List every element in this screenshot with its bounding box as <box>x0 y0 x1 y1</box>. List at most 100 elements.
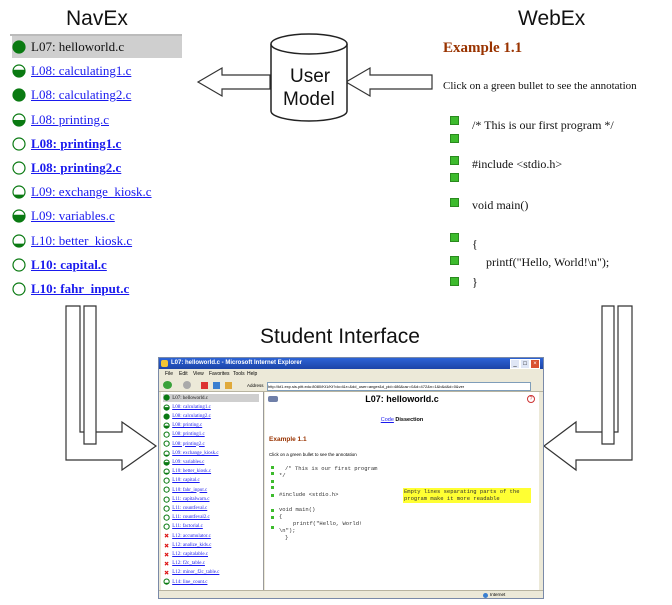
frame-toggle-icon[interactable] <box>268 396 278 402</box>
browser-list-item-label[interactable]: L11: countfeval2.c <box>172 515 210 521</box>
navex-item[interactable]: L07: helloworld.c <box>12 36 182 58</box>
browser-list-item-label[interactable]: L08: printing1.c <box>172 432 205 438</box>
webex-bullet-4[interactable] <box>450 173 459 182</box>
webex-bullet-8[interactable] <box>450 277 459 286</box>
browser-list-item-label[interactable]: L09: exchange_kiosk.c <box>172 450 219 456</box>
navex-item[interactable]: L09: exchange_kiosk.c <box>12 181 152 203</box>
webex-bullet-6[interactable] <box>450 233 459 242</box>
browser-list-item[interactable]: L11: factorial.c <box>163 523 203 531</box>
webex-bullet-3[interactable] <box>450 156 459 165</box>
navex-item[interactable]: L10: fahr_input.c <box>12 278 129 300</box>
maximize-button[interactable]: □ <box>520 359 530 369</box>
navex-item[interactable]: L08: printing1.c <box>12 133 121 155</box>
browser-list-item-label[interactable]: L10: capital.c <box>172 478 200 484</box>
webex-bullet-7[interactable] <box>450 256 459 265</box>
browser-list-item-label[interactable]: L12: minor_f2c_table.c <box>172 570 220 576</box>
navex-item[interactable]: L10: capital.c <box>12 254 107 276</box>
frame-bullet-8[interactable] <box>271 526 274 529</box>
frame-bullet-2[interactable] <box>271 472 274 475</box>
navex-item-label[interactable]: L10: fahr_input.c <box>31 281 130 296</box>
browser-list-item-label[interactable]: L11: countfeval.c <box>172 505 208 511</box>
browser-list-item[interactable]: L10: better_kiosk.c <box>163 468 211 476</box>
menu-favorites[interactable]: Favorites <box>209 371 230 377</box>
navex-item-label[interactable]: L08: calculating2.c <box>31 87 132 103</box>
browser-list-item[interactable]: L08: calculating1.c <box>163 403 211 411</box>
browser-list-item[interactable]: L12: f2c_table.c <box>163 560 205 568</box>
navex-item[interactable]: L08: printing.c <box>12 109 109 131</box>
menu-file[interactable]: File <box>165 371 174 377</box>
browser-list-item-label[interactable]: L14: line_count.c <box>172 579 208 585</box>
browser-list-item-label[interactable]: L10: better_kiosk.c <box>172 469 212 475</box>
frame-bullet-1[interactable] <box>271 466 274 469</box>
navex-item-label[interactable]: L08: calculating1.c <box>31 63 132 79</box>
webex-bullet-1[interactable] <box>450 116 459 125</box>
tab-dissection[interactable]: Dissection <box>395 417 424 423</box>
browser-list-item-label[interactable]: L07: helloworld.c <box>172 395 209 401</box>
close-button[interactable]: × <box>530 359 540 369</box>
browser-list-item-label[interactable]: L12: accumulator.c <box>172 533 211 539</box>
browser-list-item[interactable]: L12: capitalable.c <box>163 550 208 558</box>
browser-list-item[interactable]: L07: helloworld.c <box>163 394 259 402</box>
browser-list-item[interactable]: L09: exchange_kiosk.c <box>163 449 219 457</box>
browser-list-item[interactable]: L11: countfeval2.c <box>163 514 210 522</box>
frame-bullet-5[interactable] <box>271 494 274 497</box>
tab-code[interactable]: Code <box>380 417 394 423</box>
browser-list-item[interactable]: L10: capital.c <box>163 477 200 485</box>
navex-item[interactable]: L08: calculating1.c <box>12 60 131 82</box>
navex-item-label[interactable]: L08: printing1.c <box>31 135 122 151</box>
browser-list-item-label[interactable]: L08: calculating1.c <box>172 404 211 410</box>
navex-item-label[interactable]: L09: variables.c <box>31 208 115 224</box>
address-bar-input[interactable]: http://kt1.exp.sis.pitt.edu:8080/Kt1/Kt?… <box>267 382 531 391</box>
navex-item-label[interactable]: L08: printing.c <box>31 111 109 127</box>
browser-list-item-label[interactable]: L09: variables.c <box>172 459 205 465</box>
menu-help[interactable]: Help <box>247 371 258 377</box>
browser-list-item[interactable]: L12: accumulator.c <box>163 532 211 540</box>
browser-list-item[interactable]: L12: minor_f2c_table.c <box>163 569 219 577</box>
browser-list-item[interactable]: L11: capitalwarn.c <box>163 495 210 503</box>
browser-list-item[interactable]: L11: countfeval.c <box>163 504 207 512</box>
browser-list-item-label[interactable]: L11: capitalwarn.c <box>172 496 210 502</box>
browser-list-item-label[interactable]: L12: capitalable.c <box>172 551 209 557</box>
browser-list-item-label[interactable]: L10: fahr_input.c <box>172 487 208 493</box>
navex-item[interactable]: L10: better_kiosk.c <box>12 230 132 252</box>
browser-list-item[interactable]: L10: fahr_input.c <box>163 486 207 494</box>
navex-item-label[interactable]: L07: helloworld.c <box>31 39 125 54</box>
browser-list-item-label[interactable]: L12: analize_kids.c <box>172 542 212 548</box>
browser-list-item-label[interactable]: L12: f2c_table.c <box>172 561 205 567</box>
menu-tools[interactable]: Tools <box>233 371 245 377</box>
navex-item-label[interactable]: L10: capital.c <box>31 256 107 272</box>
browser-list-item-label[interactable]: L08: calculating2.c <box>172 413 211 419</box>
browser-list-item[interactable]: L14: line_count.c <box>163 578 207 586</box>
browser-list-item-label[interactable]: L11: factorial.c <box>172 524 203 530</box>
forward-button[interactable] <box>183 381 191 389</box>
browser-list-item-label[interactable]: L08: printing2.c <box>172 441 205 447</box>
navex-item[interactable]: L08: calculating2.c <box>12 84 131 106</box>
minimize-button[interactable]: _ <box>510 359 520 369</box>
help-icon[interactable]: ? <box>527 395 535 403</box>
browser-list-item[interactable]: L08: calculating2.c <box>163 412 211 420</box>
browser-list-item[interactable]: L09: variables.c <box>163 458 204 466</box>
navex-item[interactable]: L08: printing2.c <box>12 157 121 179</box>
webex-bullet-5[interactable] <box>450 198 459 207</box>
navex-item-label[interactable]: L08: printing2.c <box>31 160 122 175</box>
browser-list-item[interactable]: L12: analize_kids.c <box>163 541 211 549</box>
back-button[interactable] <box>163 381 172 389</box>
browser-list-item[interactable]: L08: printing.c <box>163 422 202 430</box>
browser-list-item[interactable]: L08: printing1.c <box>163 431 205 439</box>
webex-bullet-2[interactable] <box>450 134 459 143</box>
home-icon[interactable] <box>225 382 232 389</box>
navex-item-label[interactable]: L10: better_kiosk.c <box>31 232 133 248</box>
frame-bullet-6[interactable] <box>271 509 274 512</box>
refresh-icon[interactable] <box>213 382 220 389</box>
navex-item-label[interactable]: L09: exchange_kiosk.c <box>31 184 152 200</box>
navex-item[interactable]: L09: variables.c <box>12 205 115 227</box>
frame-bullet-4[interactable] <box>271 486 274 489</box>
frame-bullet-3[interactable] <box>271 480 274 483</box>
menu-edit[interactable]: Edit <box>179 371 188 377</box>
frame-bullet-7[interactable] <box>271 516 274 519</box>
menu-view[interactable]: View <box>193 371 204 377</box>
browser-list-item-label[interactable]: L08: printing.c <box>172 423 203 429</box>
stop-icon[interactable] <box>201 382 208 389</box>
browser-list-item[interactable]: L08: printing2.c <box>163 440 205 448</box>
